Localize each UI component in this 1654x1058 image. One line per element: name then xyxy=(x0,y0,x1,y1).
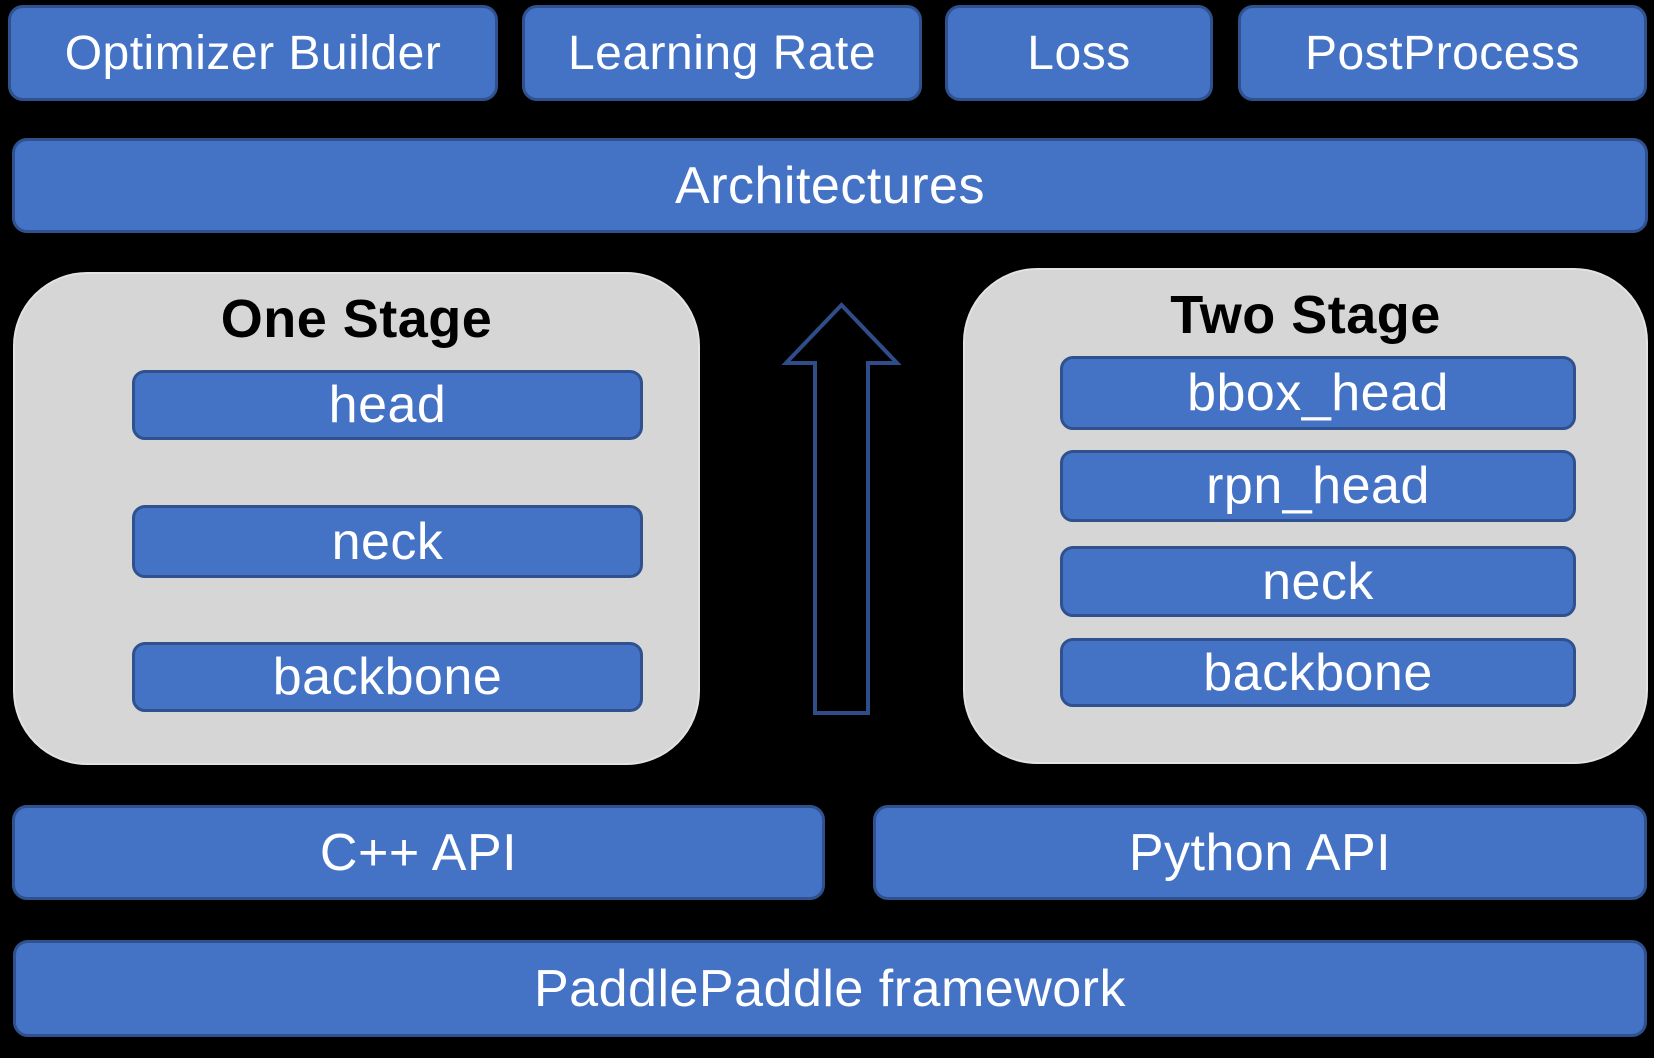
up-arrow-icon xyxy=(781,302,902,715)
box-optimizer-builder: Optimizer Builder xyxy=(8,5,498,101)
one-stage-layer-head: head xyxy=(132,370,643,440)
two-stage-layer-rpn-head: rpn_head xyxy=(1060,450,1576,522)
box-loss: Loss xyxy=(945,5,1213,101)
two-stage-layer-backbone: backbone xyxy=(1060,638,1576,707)
one-stage-layer-backbone: backbone xyxy=(132,642,643,712)
box-postprocess: PostProcess xyxy=(1238,5,1647,101)
one-stage-layer-neck: neck xyxy=(132,505,643,578)
framework-bar: PaddlePaddle framework xyxy=(13,940,1647,1037)
architectures-bar: Architectures xyxy=(12,138,1648,233)
two-stage-layer-bbox-head: bbox_head xyxy=(1060,356,1576,430)
two-stage-title: Two Stage xyxy=(1170,285,1441,345)
python-api-box: Python API xyxy=(873,805,1647,900)
one-stage-title: One Stage xyxy=(220,289,493,349)
box-learning-rate: Learning Rate xyxy=(522,5,922,101)
two-stage-layer-neck: neck xyxy=(1060,546,1576,617)
cpp-api-box: C++ API xyxy=(12,805,825,900)
